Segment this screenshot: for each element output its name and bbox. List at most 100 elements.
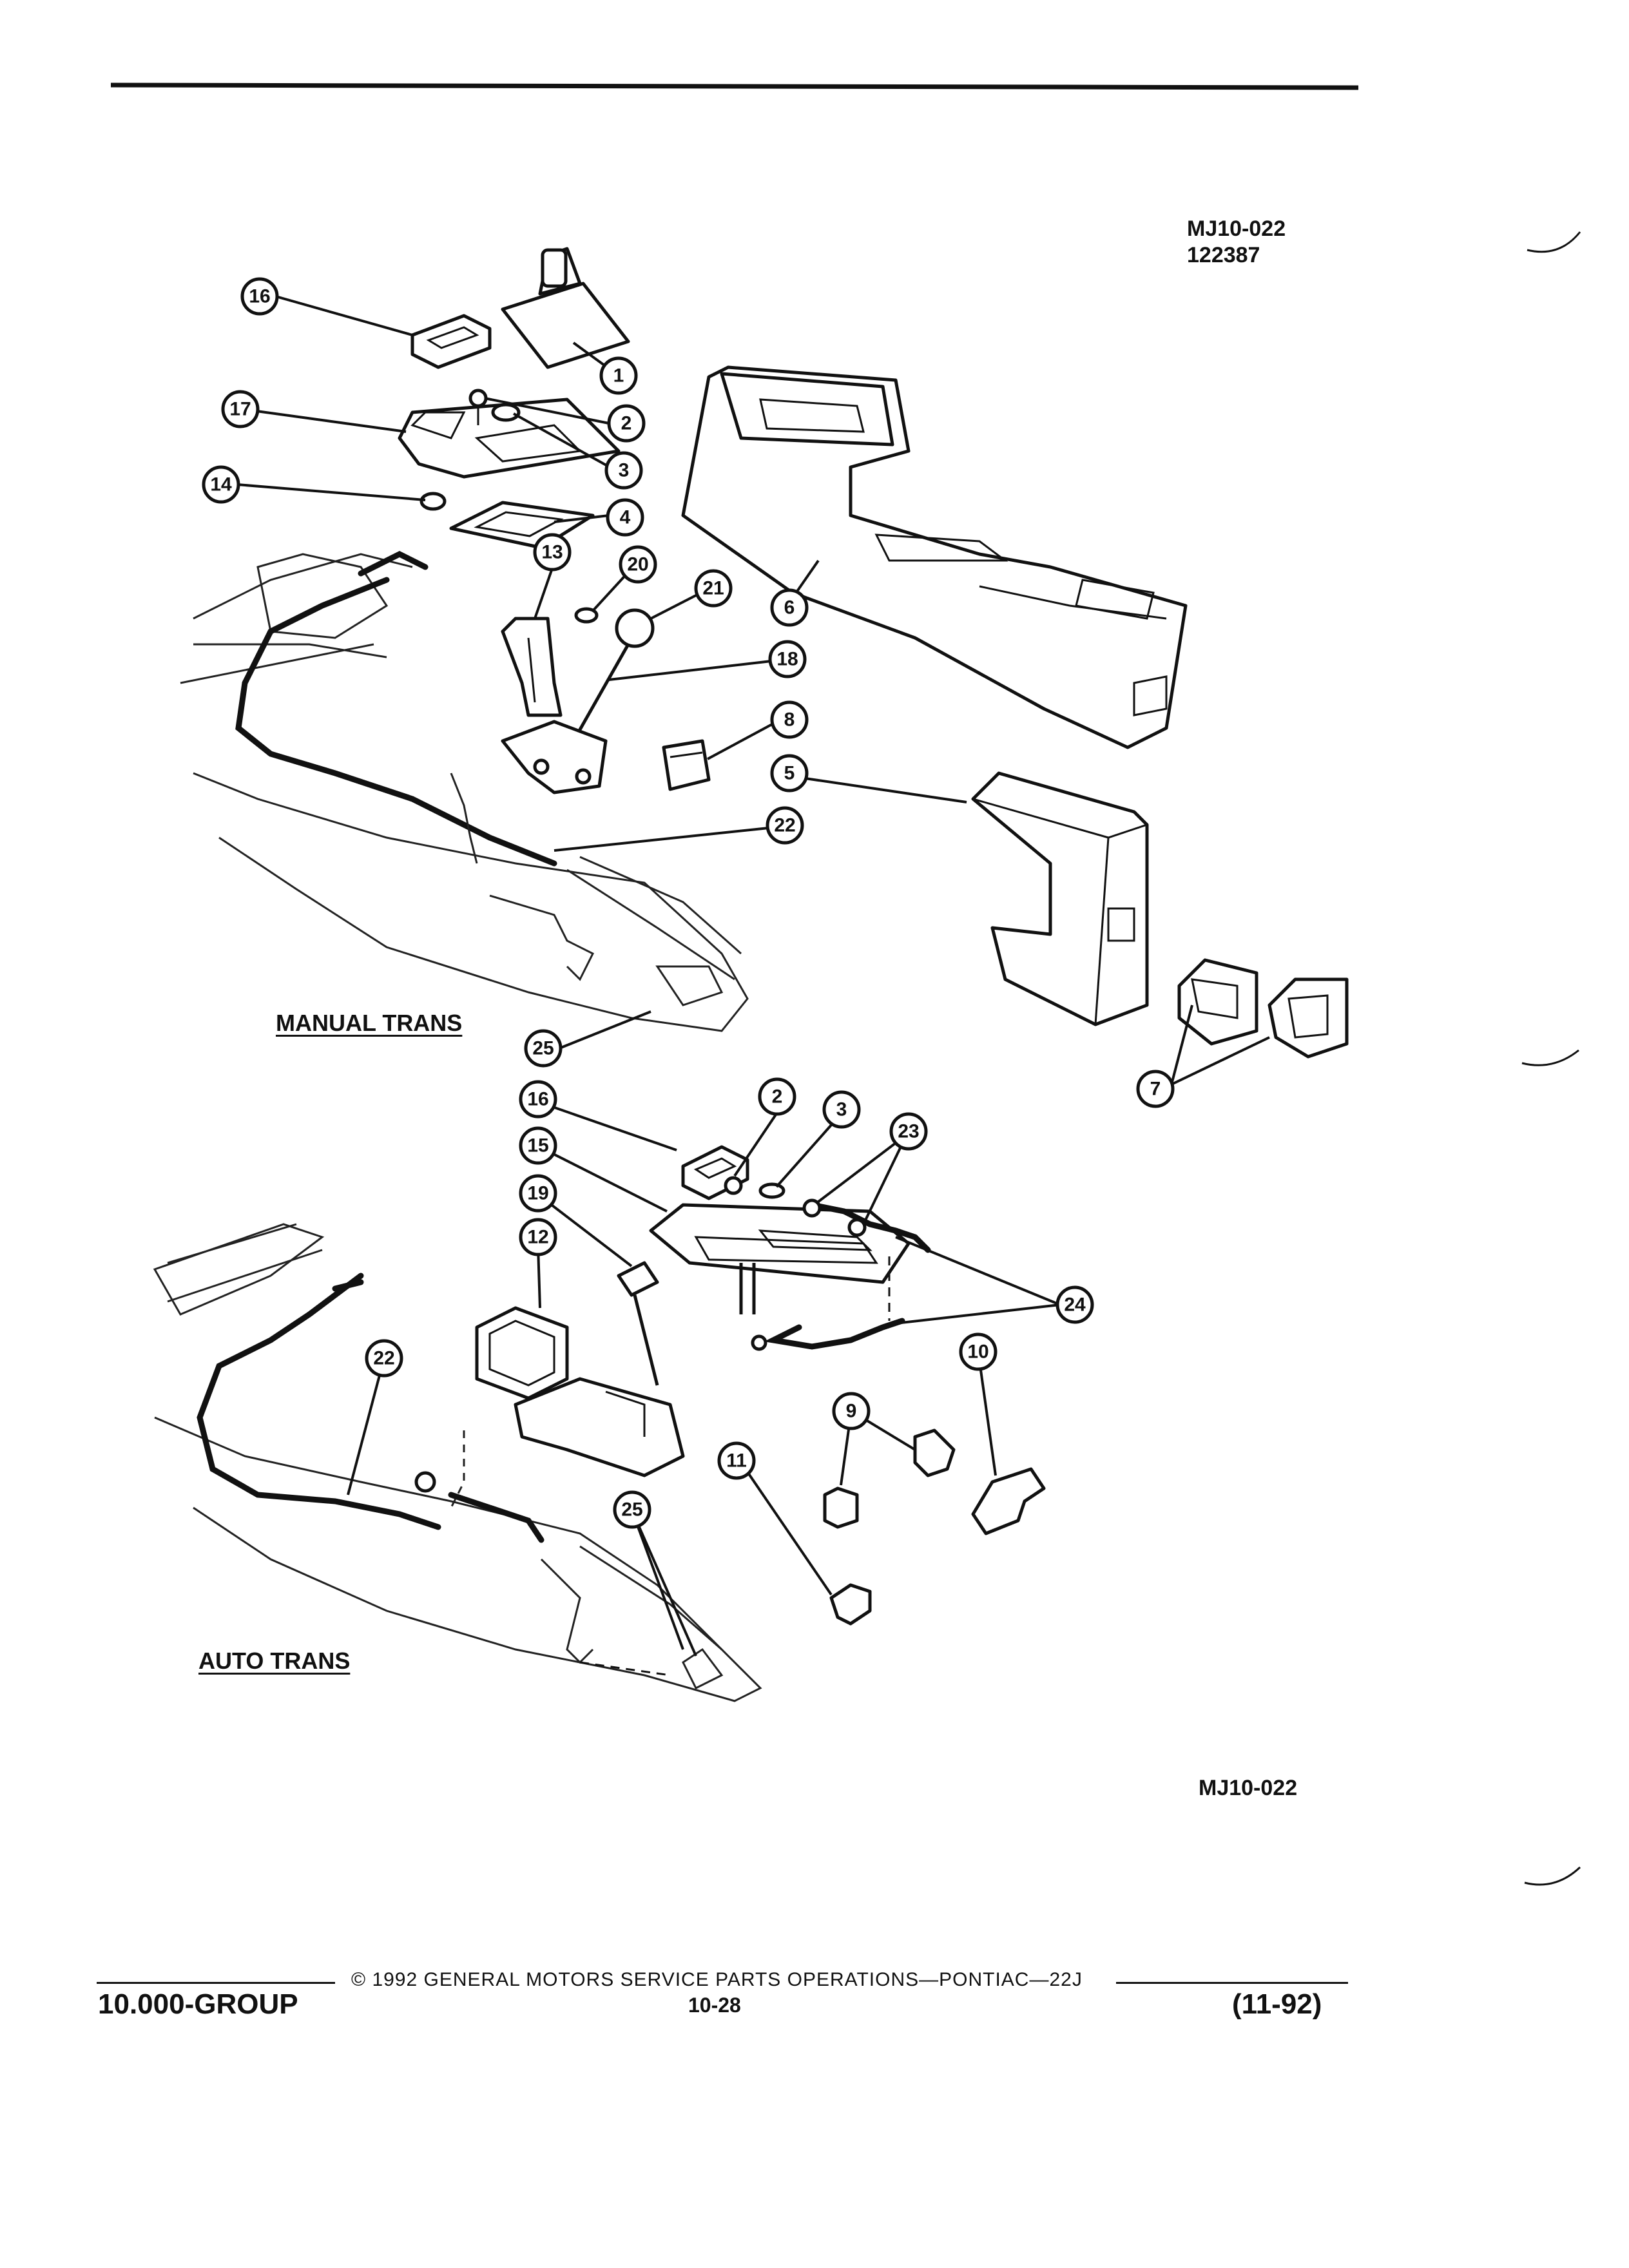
seal-part <box>449 501 595 550</box>
callout-15: 15 <box>519 1126 557 1165</box>
callout-19: 19 <box>519 1174 557 1213</box>
callout-13-label: 13 <box>541 542 563 563</box>
callout-2b-label: 2 <box>772 1086 783 1108</box>
callout-22b-label: 22 <box>373 1348 394 1369</box>
callout-3b-label: 3 <box>836 1099 847 1120</box>
figure-code-bottom: MJ10-022 <box>1199 1776 1298 1800</box>
callout-5-label: 5 <box>784 763 795 784</box>
callout-1: 1 <box>599 356 638 395</box>
callout-22a: 22 <box>766 806 804 845</box>
callout-25b: 25 <box>613 1490 651 1529</box>
callout-22a-label: 22 <box>774 815 795 836</box>
callout-12-label: 12 <box>527 1227 548 1248</box>
callout-5: 5 <box>770 754 809 793</box>
callout-16a: 16 <box>240 277 279 316</box>
callout-11: 11 <box>717 1441 756 1480</box>
callout-6: 6 <box>770 588 809 627</box>
callout-25b-label: 25 <box>621 1499 642 1521</box>
bulb-part <box>491 403 521 422</box>
callout-10: 10 <box>959 1332 998 1371</box>
plug-part <box>419 492 447 511</box>
callout-15-label: 15 <box>527 1135 548 1157</box>
callout-18-label: 18 <box>776 649 798 670</box>
callout-7-label: 7 <box>1150 1079 1161 1100</box>
header-rule <box>110 82 1359 90</box>
auto-floor-part <box>153 1223 762 1702</box>
auto-bulb-part <box>758 1182 786 1199</box>
switch-part <box>662 739 711 791</box>
manual-shifter-part <box>501 643 630 794</box>
callout-4: 4 <box>606 498 644 537</box>
callout-12: 12 <box>519 1218 557 1256</box>
callout-8: 8 <box>770 700 809 739</box>
auto-bracket-part <box>475 1306 569 1400</box>
callout-14-label: 14 <box>210 474 232 495</box>
footer-group: 10.000-GROUP <box>98 1988 298 2020</box>
callout-2: 2 <box>607 404 646 443</box>
callout-14: 14 <box>202 465 240 504</box>
callout-1-label: 1 <box>613 365 624 387</box>
callout-21: 21 <box>694 569 733 608</box>
callout-17-label: 17 <box>229 399 251 420</box>
callout-9: 9 <box>832 1392 871 1430</box>
callout-8-label: 8 <box>784 709 795 731</box>
callout-21-label: 21 <box>702 578 724 599</box>
footer-copyright: © 1992 GENERAL MOTORS SERVICE PARTS OPER… <box>351 1969 1083 1990</box>
manual-trans-label: MANUAL TRANS <box>276 1010 463 1036</box>
figure-number: 122387 <box>1187 243 1260 267</box>
console-part <box>681 365 1188 749</box>
callout-9-label: 9 <box>846 1401 857 1422</box>
callout-2b: 2 <box>758 1077 796 1116</box>
manual-floor-part <box>180 550 749 1032</box>
spacer-part <box>574 607 599 624</box>
callout-20-label: 20 <box>627 554 648 575</box>
figure-code-top: MJ10-022 <box>1187 216 1286 241</box>
callout-20: 20 <box>619 545 657 584</box>
binding-mark <box>1527 231 1581 253</box>
callout-10-label: 10 <box>967 1341 988 1363</box>
callout-2-label: 2 <box>621 413 632 434</box>
footer-date: (11-92) <box>1232 1988 1322 2020</box>
callout-25a: 25 <box>524 1029 563 1068</box>
trim-pieces-part <box>1177 958 1349 1059</box>
auto-shifter-part <box>514 1261 685 1477</box>
footer-page-number: 10-28 <box>688 1994 741 2017</box>
callout-24-label: 24 <box>1064 1294 1086 1316</box>
callout-17: 17 <box>221 390 260 428</box>
callout-3b: 3 <box>822 1090 861 1129</box>
callout-16b: 16 <box>519 1080 557 1119</box>
callout-25a-label: 25 <box>532 1038 554 1059</box>
callout-6-label: 6 <box>784 597 795 619</box>
callout-11-label: 11 <box>726 1450 747 1472</box>
shift-boot-part <box>501 247 630 369</box>
armrest-part <box>971 771 1149 1026</box>
callout-18: 18 <box>768 640 807 678</box>
callout-4-label: 4 <box>620 507 631 528</box>
callout-16b-label: 16 <box>527 1089 548 1110</box>
callout-13: 13 <box>533 533 572 572</box>
footer-rule-left <box>97 1982 335 1984</box>
callout-24: 24 <box>1055 1285 1094 1324</box>
binding-mark <box>1521 1049 1579 1066</box>
auto-harness-part <box>751 1198 931 1351</box>
shift-knob-part <box>615 608 655 648</box>
callout-19-label: 19 <box>527 1183 548 1204</box>
small-brackets-part <box>823 1428 1046 1626</box>
callout-3-label: 3 <box>619 460 630 481</box>
callout-22b: 22 <box>365 1339 403 1378</box>
callout-16a-label: 16 <box>249 286 270 307</box>
footer-rule-right <box>1116 1982 1348 1984</box>
leader-lines <box>236 295 1270 1657</box>
callout-7: 7 <box>1136 1070 1175 1108</box>
auto-trans-label: AUTO TRANS <box>198 1648 351 1674</box>
indicator-plate-part <box>649 1203 911 1314</box>
auto-screw-part <box>724 1176 743 1195</box>
shift-plate-part <box>398 398 621 479</box>
manual-bracket-part <box>501 617 563 717</box>
callout-3: 3 <box>604 451 643 490</box>
binding-mark <box>1524 1866 1581 1886</box>
callout-23-label: 23 <box>898 1121 919 1142</box>
manual-bezel-part <box>410 314 492 369</box>
